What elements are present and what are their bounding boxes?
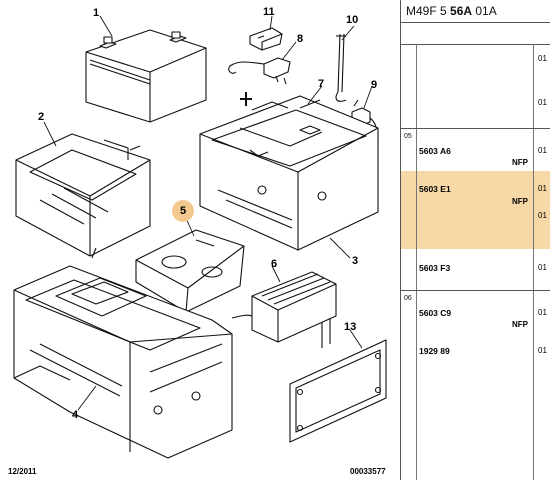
nfp-label-highlighted: NFP (512, 197, 528, 206)
top-qty-2: 01 (538, 98, 547, 107)
leader-lines (43, 15, 373, 411)
footer-date: 12/2011 (8, 467, 37, 476)
nfp-label: NFP (512, 158, 528, 167)
reference-suffix: 01A (472, 4, 497, 18)
terminal-cover-part (249, 27, 283, 51)
parts-panel: M49F 5 56A 01A 01 01 05 5603 A6 01 NFP 5… (400, 0, 550, 480)
fuse-box-part (231, 271, 337, 348)
lower-support-part (13, 265, 233, 459)
part-qty-highlighted: 01 (538, 184, 547, 193)
header-divider (401, 22, 550, 23)
callout-10: 10 (346, 14, 359, 26)
part-qty: 01 (538, 146, 547, 155)
callout-3: 3 (352, 255, 359, 267)
exploded-diagram: 1 11 8 10 7 9 2 5 3 6 13 4 12/2011 00033… (8, 6, 387, 476)
highlighted-row[interactable] (401, 171, 533, 249)
battery-part (85, 29, 207, 123)
bracket-plate-part (289, 339, 387, 443)
callout-1: 1 (93, 7, 100, 19)
battery-tray-part (15, 133, 151, 259)
reference-bold: 56A (450, 4, 473, 18)
group-label-05: 05 (404, 133, 412, 140)
callout-2: 2 (38, 111, 45, 123)
top-qty-1: 01 (538, 54, 547, 63)
callout-11: 11 (263, 6, 275, 18)
diagram-drawing (13, 15, 387, 459)
callout-4: 4 (72, 409, 79, 421)
highlighted-row-qty (534, 171, 550, 249)
part-qty: 01 (538, 263, 547, 272)
part-qty: 01 (538, 308, 547, 317)
part-code[interactable]: 5603 A6 (419, 146, 451, 156)
reference-header: M49F 5 56A 01A (401, 0, 550, 22)
part-qty: 01 (538, 346, 547, 355)
part-qty-highlighted-2: 01 (538, 211, 547, 220)
part-code[interactable]: 5603 F3 (419, 263, 451, 273)
header-divider-2 (401, 44, 550, 45)
part-code-highlighted[interactable]: 5603 E1 (419, 184, 451, 194)
part-code[interactable]: 5603 C9 (419, 308, 452, 318)
callout-6: 6 (271, 258, 278, 270)
callout-7: 7 (318, 78, 325, 90)
callout-9: 9 (371, 79, 378, 91)
nfp-label: NFP (512, 320, 528, 329)
footer-drawing-number: 00033577 (350, 467, 386, 476)
group-05-divider (401, 128, 550, 129)
column-divider-2 (533, 44, 534, 480)
clamp-part (228, 57, 291, 85)
callout-5-highlighted: 5 (172, 200, 194, 222)
part-code[interactable]: 1929 89 (419, 346, 450, 356)
callout-13: 13 (344, 321, 357, 333)
group-06-divider (401, 290, 550, 291)
reference-prefix: M49F 5 (406, 4, 451, 18)
upper-tray-part (199, 92, 379, 251)
group-label-06: 06 (404, 295, 412, 302)
hold-down-rod-part (335, 33, 347, 102)
column-divider-1 (416, 44, 417, 480)
insulating-pad-part (135, 229, 245, 313)
callout-8: 8 (297, 33, 304, 45)
